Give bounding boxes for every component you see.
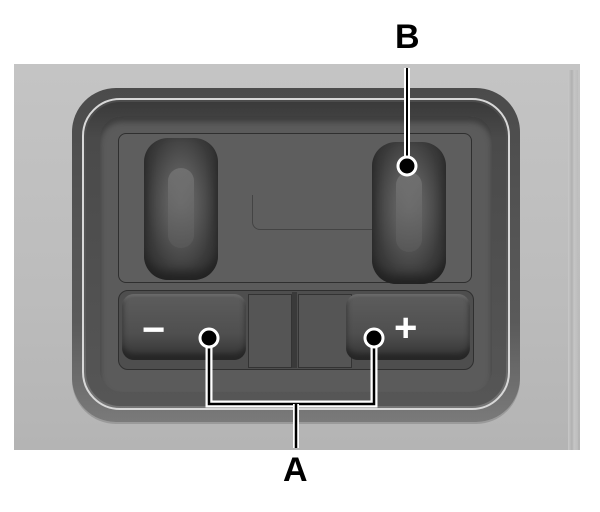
callout-label-a: A	[283, 451, 308, 489]
rocker-highlight	[396, 172, 422, 252]
minus-button[interactable]: −	[122, 294, 246, 360]
left-slot	[248, 294, 292, 368]
minus-icon: −	[142, 308, 166, 352]
plus-icon: +	[394, 306, 418, 350]
plus-button[interactable]: +	[346, 294, 470, 360]
rocker-highlight	[168, 168, 194, 248]
panel-edge	[568, 70, 578, 450]
right-rocker-switch[interactable]	[372, 142, 446, 284]
center-recess	[252, 195, 373, 230]
callout-label-b: B	[395, 18, 420, 56]
left-rocker-switch[interactable]	[144, 138, 218, 280]
center-divider	[292, 292, 297, 368]
